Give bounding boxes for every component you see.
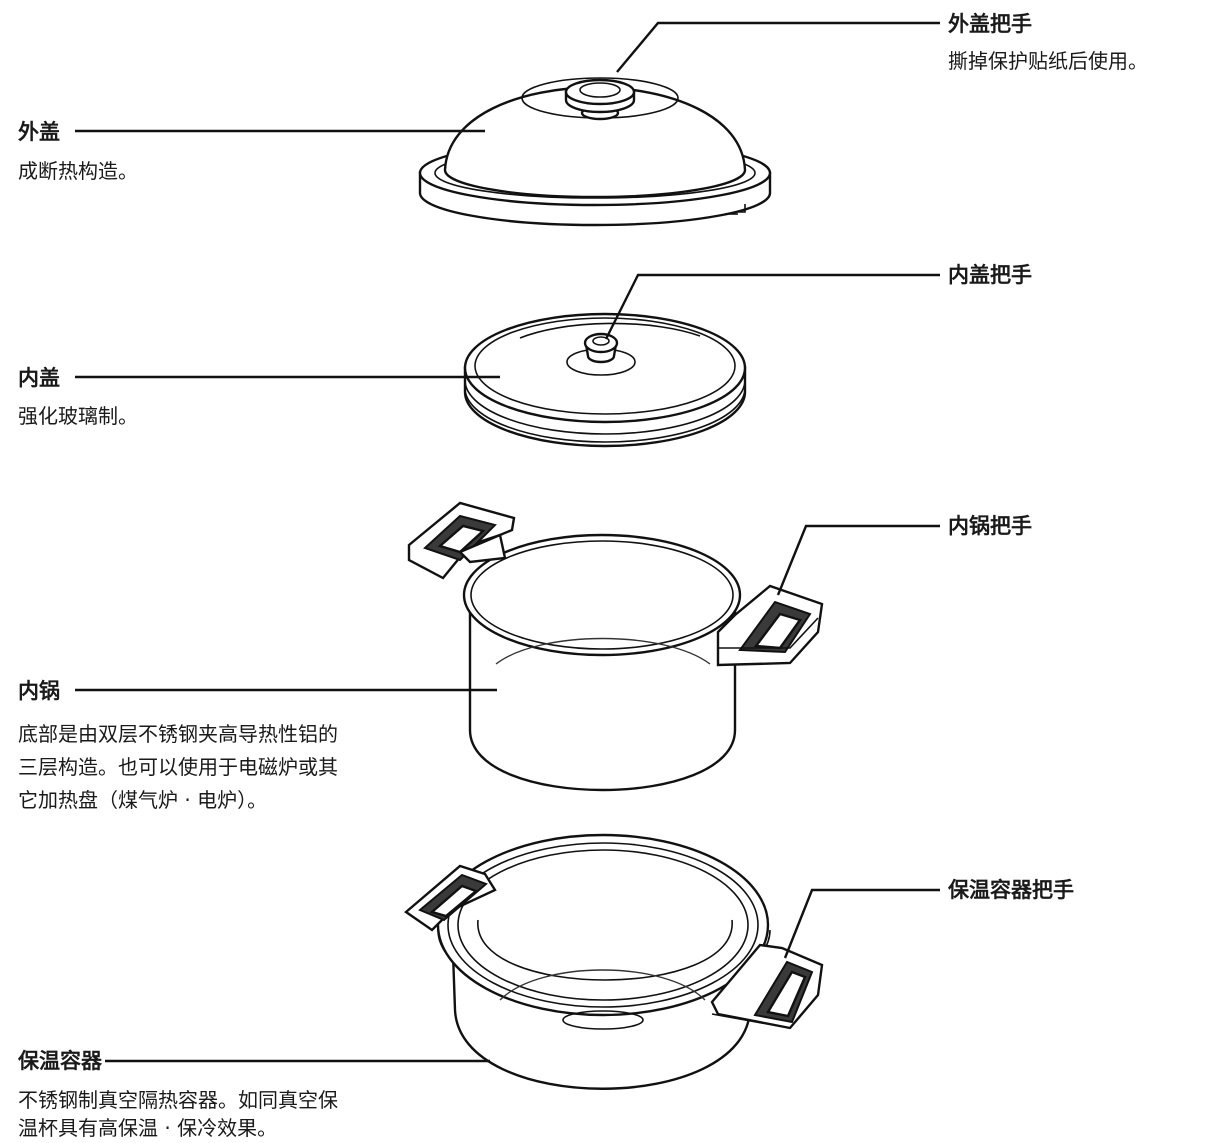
container-desc-line-2: 温杯具有高保温 · 保冷效果。 <box>18 1116 278 1140</box>
container-drawing <box>404 833 824 1090</box>
leader-lines <box>75 21 940 1063</box>
inner-pot-handle-leader <box>776 524 940 596</box>
container-label: 保温容器 <box>18 1049 102 1073</box>
container-handle-leader <box>783 888 940 959</box>
inner-pot-desc-line-1: 底部是由双层不锈钢夹高导热性铝的 <box>18 722 338 746</box>
outer-lid-handle-drawing <box>521 77 679 121</box>
inner-lid-desc: 强化玻璃制。 <box>18 404 138 428</box>
container-desc-line-1: 不锈钢制真空隔热容器。如同真空保 <box>18 1088 338 1112</box>
inner-pot-label: 内锅 <box>18 679 60 703</box>
inner-lid-drawing <box>463 312 747 448</box>
inner-pot-handle-label: 内锅把手 <box>948 514 1032 538</box>
inner-pot-drawing <box>407 501 824 792</box>
container-right-handle-drawing <box>710 943 824 1030</box>
inner-lid-handle-leader <box>604 273 940 340</box>
outer-lid-handle-label: 外盖把手 <box>948 12 1032 36</box>
outer-lid-desc: 成断热构造。 <box>18 159 138 183</box>
inner-lid-handle-label: 内盖把手 <box>948 263 1032 287</box>
outer-lid-label: 外盖 <box>18 120 60 144</box>
outer-lid-drawing <box>418 77 772 227</box>
inner-pot-right-handle-drawing <box>716 584 824 667</box>
container-handle-label: 保温容器把手 <box>948 878 1074 902</box>
outer-lid-handle-desc: 撕掉保护贴纸后使用。 <box>948 49 1148 73</box>
inner-lid-handle-drawing <box>566 332 636 376</box>
container-left-handle-drawing <box>404 864 497 932</box>
inner-pot-left-handle-drawing <box>407 501 516 580</box>
inner-pot-desc-line-2: 三层构造。也可以使用于电磁炉或其 <box>18 755 338 779</box>
inner-lid-label: 内盖 <box>18 366 60 390</box>
inner-pot-desc-line-3: 它加热盘（煤气炉 · 电炉）。 <box>18 788 268 812</box>
outer-lid-handle-leader <box>616 21 940 73</box>
